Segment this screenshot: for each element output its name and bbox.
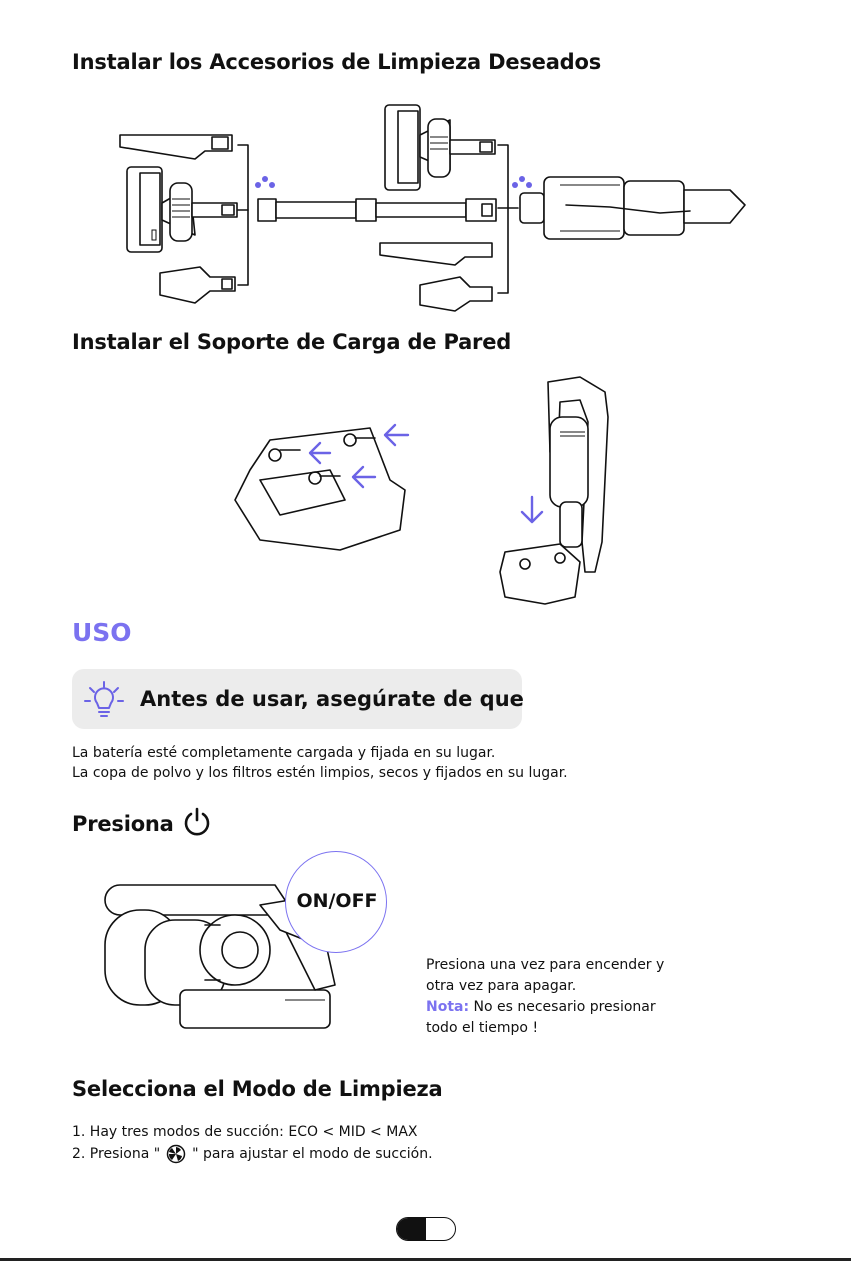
mode-line-2: 2. Presiona " " para ajustar el modo de … <box>72 1143 433 1165</box>
uso-title: USO <box>72 618 132 647</box>
page-bottom-rule <box>0 1258 851 1261</box>
accessories-title: Instalar los Accesorios de Limpieza Dese… <box>72 50 602 74</box>
page-indicator-fill <box>397 1218 426 1240</box>
mode-line-2-before: 2. Presiona " <box>72 1146 161 1162</box>
mode-title: Selecciona el Modo de Limpieza <box>72 1077 443 1101</box>
note-line: todo el tiempo ! <box>426 1020 539 1036</box>
note-line: Nota: No es necesario presionar <box>426 997 664 1018</box>
press-description: Presiona una vez para encender y otra ve… <box>426 955 664 1039</box>
suction-mode-icon <box>166 1144 186 1164</box>
lightbulb-icon <box>84 681 124 717</box>
wallmount-bracket-illustration <box>234 423 410 551</box>
wallmount-title: Instalar el Soporte de Carga de Pared <box>72 330 512 354</box>
onoff-label: ON/OFF <box>296 890 378 912</box>
page-indicator <box>396 1217 456 1241</box>
accessories-illustration <box>119 104 746 312</box>
mode-line-1: 1. Hay tres modos de succión: ECO < MID … <box>72 1124 418 1140</box>
press-line: Presiona una vez para encender y <box>426 957 665 973</box>
mode-list: 1. Hay tres modos de succión: ECO < MID … <box>72 1121 433 1165</box>
before-use-line: La batería esté completamente cargada y … <box>72 745 496 761</box>
vacuum-on-mount-illustration <box>499 376 609 605</box>
press-line: otra vez para apagar. <box>426 978 577 994</box>
mode-line-2-after: " para ajustar el modo de succión. <box>192 1146 433 1162</box>
before-use-title: Antes de usar, asegúrate de que <box>140 687 524 711</box>
note-label: Nota: <box>426 999 470 1015</box>
before-use-list: La batería esté completamente cargada y … <box>72 743 568 783</box>
onoff-callout <box>285 851 387 953</box>
note-text: No es necesario presionar <box>473 999 656 1015</box>
press-title: Presiona <box>72 812 174 836</box>
before-use-line: La copa de polvo y los filtros estén lim… <box>72 765 568 781</box>
before-use-banner <box>72 669 522 729</box>
power-icon <box>184 807 210 836</box>
